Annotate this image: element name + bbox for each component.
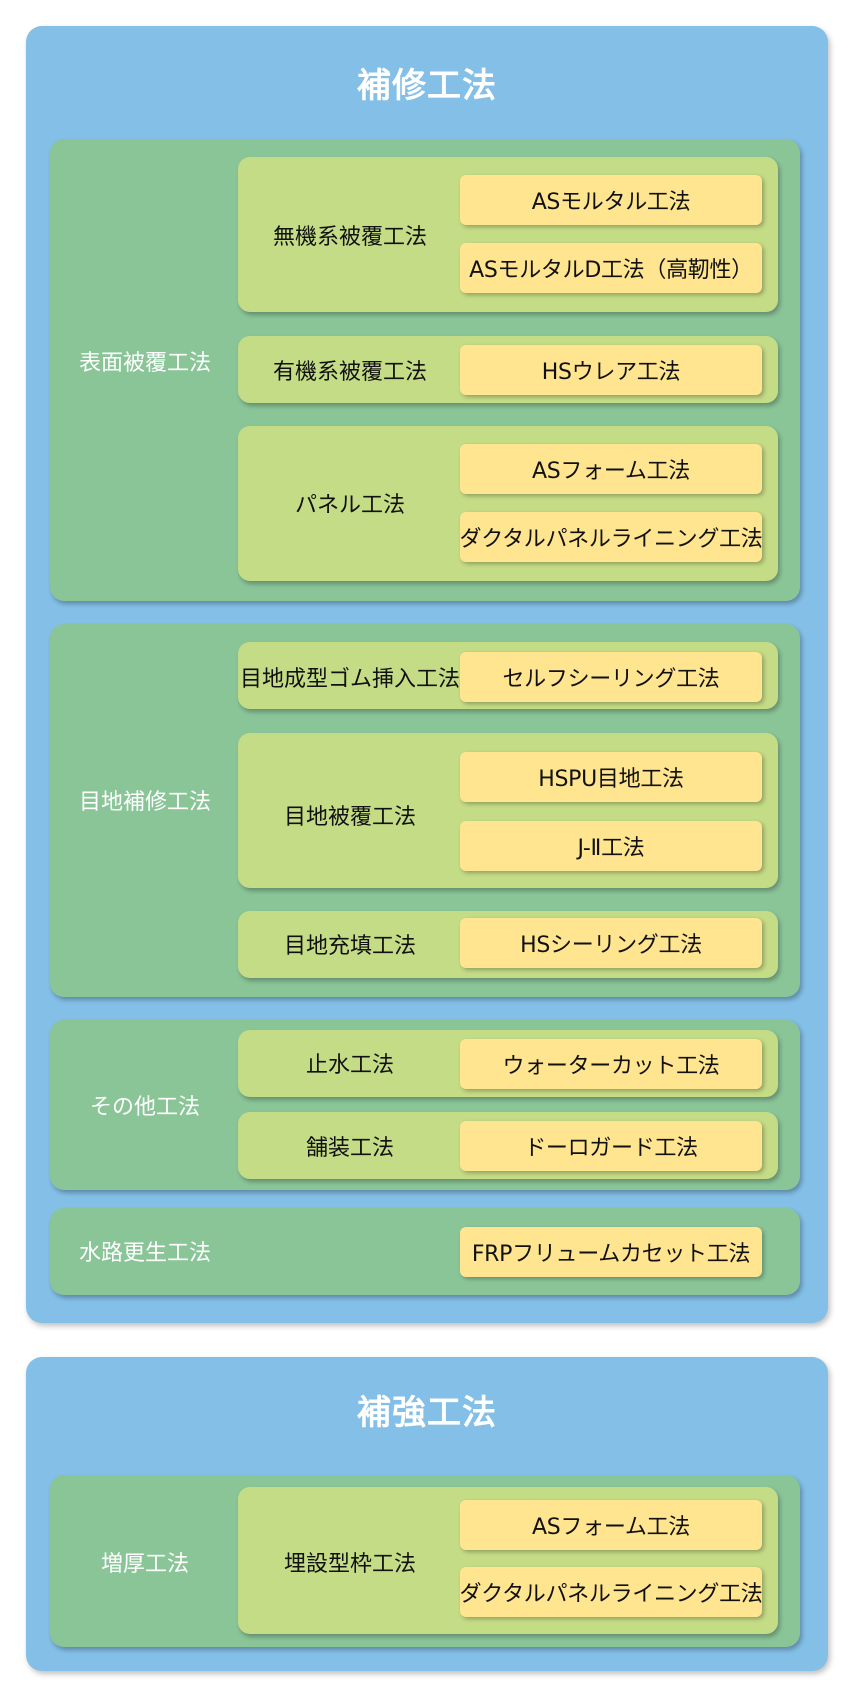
method-hspu-joint: HSPU目地工法 xyxy=(460,752,762,802)
sub-label-panel: パネル工法 xyxy=(294,493,405,518)
group-label-thickening: 増厚工法 xyxy=(100,1552,189,1577)
method-as-mortar-d: ASモルタルD工法（高靭性） xyxy=(460,243,762,293)
sub-label-organic-coating: 有機系被覆工法 xyxy=(272,360,427,385)
method-as-form: ASフォーム工法 xyxy=(460,1500,762,1550)
group-label-surface-coating: 表面被覆工法 xyxy=(78,351,211,376)
method-ductal-panel-lining: ダクタルパネルライニング工法 xyxy=(460,512,763,562)
sub-label-paving: 舗装工法 xyxy=(305,1136,394,1161)
sub-label-joint-coating: 目地被覆工法 xyxy=(283,805,416,830)
section-title: 補強工法 xyxy=(357,1393,497,1433)
method-doro-guard: ドーロガード工法 xyxy=(460,1121,762,1171)
section-title: 補修工法 xyxy=(357,66,497,106)
method-hs-urea: HSウレア工法 xyxy=(460,345,762,395)
sub-label-inorganic-coating: 無機系被覆工法 xyxy=(272,225,427,250)
method-ductal-panel-lining: ダクタルパネルライニング工法 xyxy=(460,1567,763,1617)
method-as-mortar: ASモルタル工法 xyxy=(460,175,762,225)
method-water-cut: ウォーターカット工法 xyxy=(460,1039,762,1089)
method-as-form: ASフォーム工法 xyxy=(460,444,762,494)
group-label-other-methods: その他工法 xyxy=(89,1095,200,1120)
group-label-joint-repair: 目地補修工法 xyxy=(78,790,211,815)
sub-label-joint-filling: 目地充填工法 xyxy=(283,934,416,959)
sub-label-waterproofing: 止水工法 xyxy=(305,1053,394,1078)
sub-label-embedded-formwork: 埋設型枠工法 xyxy=(283,1552,416,1577)
method-hs-sealing: HSシーリング工法 xyxy=(460,918,762,968)
group-label-channel-rehabilitation: 水路更生工法 xyxy=(78,1241,211,1266)
method-j2: J-Ⅱ工法 xyxy=(460,821,762,871)
method-frp-flume-cassette: FRPフリュームカセット工法 xyxy=(460,1227,762,1277)
sub-label-joint-rubber-insertion: 目地成型ゴム挿入工法 xyxy=(239,667,460,692)
method-self-sealing: セルフシーリング工法 xyxy=(460,652,762,702)
